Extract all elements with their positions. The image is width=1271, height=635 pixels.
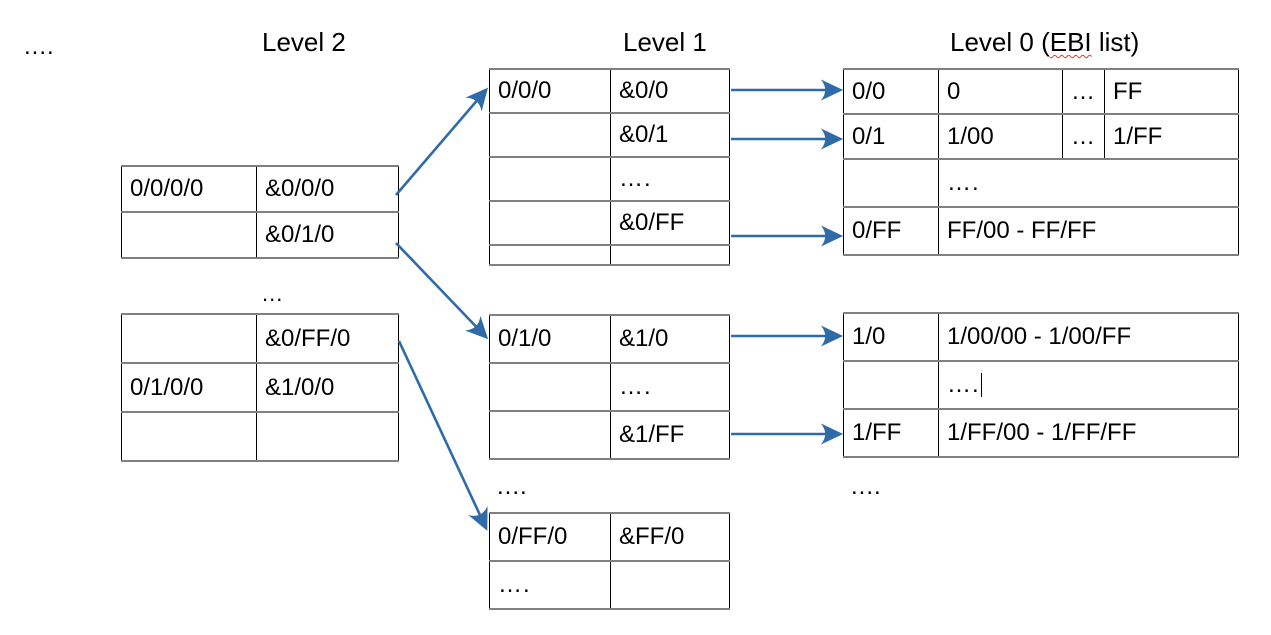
table-row[interactable]: 1/0 1/00/00 - 1/00/FF [843,312,1239,362]
table-row[interactable]: 0/FF FF/00 - FF/FF [843,206,1239,256]
text-cursor [980,373,982,397]
cell-range-ellipsis[interactable]: … [1062,113,1105,160]
cell-key[interactable] [121,411,257,462]
cell-key[interactable]: 0/0/0/0 [121,165,257,213]
cell-pointer[interactable]: &0/0 [610,68,730,114]
heading-level-0-prefix: Level 0 ( [950,27,1050,57]
cell-key[interactable] [489,156,611,202]
level1-table-a: 0/0/0 &0/0 &0/1 …. &0/FF [489,68,730,266]
table-row[interactable]: …. [843,360,1239,410]
cell-key[interactable]: 0/0/0 [489,68,611,114]
cell-range-start[interactable]: 0 [938,68,1063,115]
cell-pointer[interactable]: &FF/0 [610,512,730,562]
level0-table-b: 1/0 1/00/00 - 1/00/FF …. 1/FF 1/FF/00 - … [843,312,1239,458]
cell-key[interactable]: 0/FF [843,206,939,256]
cell-pointer[interactable] [610,244,730,266]
cell-key[interactable] [843,158,939,208]
cell-key[interactable] [489,362,611,412]
table-row[interactable] [489,244,730,266]
cell-range-text: …. [947,371,980,398]
cell-key[interactable] [489,410,611,460]
cell-pointer[interactable]: &0/FF [610,200,730,246]
table-row[interactable]: 1/FF 1/FF/00 - 1/FF/FF [843,408,1239,458]
table-row[interactable] [121,411,399,462]
cell-pointer[interactable]: …. [610,362,730,412]
arrow-level2a-r2-to-level1b [395,242,489,340]
cell-key[interactable]: 0/0 [843,68,939,115]
heading-level-0-suffix: list) [1091,27,1140,57]
heading-level-0: Level 0 (EBI list) [950,27,1139,57]
cell-key[interactable]: 1/0 [843,312,939,362]
cell-range-start[interactable]: 1/00 [938,113,1063,160]
cell-key[interactable]: 0/1/0/0 [121,362,257,413]
level0-table-a: 0/0 0 … FF 0/1 1/00 … 1/FF …. 0/FF FF/00… [843,68,1239,256]
table-row[interactable]: 0/0/0/0 &0/0/0 [121,165,399,213]
table-row[interactable]: &0/FF/0 [121,313,399,364]
table-row[interactable]: &0/1/0 [121,211,399,259]
cell-key[interactable]: 0/1/0 [489,314,611,364]
table-row[interactable]: …. [489,156,730,202]
cell-range[interactable]: …. [938,158,1239,208]
cell-range-ellipsis[interactable]: … [1062,68,1105,115]
cell-range[interactable]: FF/00 - FF/FF [938,206,1239,256]
ellipsis-top-left: .... [24,33,55,60]
cell-key[interactable]: 1/FF [843,408,939,458]
cell-pointer[interactable] [610,560,730,610]
arrow-level2b-r1-to-level1c [397,340,488,531]
table-row[interactable]: 0/1/0 &1/0 [489,314,730,364]
table-row[interactable]: 0/0 0 … FF [843,68,1239,115]
cell-pointer[interactable]: &0/1/0 [256,211,399,259]
level1-table-b: 0/1/0 &1/0 …. &1/FF [489,314,730,460]
cell-key[interactable]: …. [489,560,611,610]
cell-pointer[interactable]: &0/1 [610,112,730,158]
cell-key[interactable] [843,360,939,410]
cell-key[interactable] [121,313,257,364]
table-row[interactable]: 0/1/0/0 &1/0/0 [121,362,399,413]
arrow-level2a-r1-to-level1a [395,87,489,196]
ellipsis-between-level2-tables: ... [262,281,284,306]
heading-level-1: Level 1 [623,27,707,57]
cell-range[interactable]: …. [938,360,1239,410]
cell-key[interactable] [489,200,611,246]
table-row[interactable]: …. [489,362,730,412]
ellipsis-below-level0-bottom-table: .... [851,473,882,500]
cell-range-end[interactable]: 1/FF [1104,113,1239,160]
cell-pointer[interactable]: &1/0 [610,314,730,364]
table-row[interactable]: &0/1 [489,112,730,158]
cell-pointer[interactable]: &0/0/0 [256,165,399,213]
table-row[interactable]: …. [489,560,730,610]
cell-pointer[interactable]: &1/FF [610,410,730,460]
cell-key[interactable] [489,244,611,266]
cell-key[interactable] [489,112,611,158]
level1-table-c: 0/FF/0 &FF/0 …. [489,512,730,610]
level2-table-b: &0/FF/0 0/1/0/0 &1/0/0 [121,313,399,462]
heading-level-0-spellcheck-word: EBI [1049,27,1092,57]
table-row[interactable]: &0/FF [489,200,730,246]
cell-pointer[interactable]: &1/0/0 [256,362,399,413]
ellipsis-above-level1-bottom-table: .... [497,473,528,500]
cell-pointer[interactable]: …. [610,156,730,202]
cell-range[interactable]: 1/FF/00 - 1/FF/FF [938,408,1239,458]
heading-level-2: Level 2 [262,27,346,57]
cell-range[interactable]: 1/00/00 - 1/00/FF [938,312,1239,362]
cell-pointer[interactable]: &0/FF/0 [256,313,399,364]
table-row[interactable]: &1/FF [489,410,730,460]
table-row[interactable]: 0/0/0 &0/0 [489,68,730,114]
cell-pointer[interactable] [256,411,399,462]
cell-key[interactable] [121,211,257,259]
cell-range-end[interactable]: FF [1104,68,1239,115]
table-row[interactable]: 0/FF/0 &FF/0 [489,512,730,562]
level2-table-a: 0/0/0/0 &0/0/0 &0/1/0 [121,165,399,259]
cell-key[interactable]: 0/FF/0 [489,512,611,562]
table-row[interactable]: 0/1 1/00 … 1/FF [843,113,1239,160]
table-row[interactable]: …. [843,158,1239,208]
cell-key[interactable]: 0/1 [843,113,939,160]
